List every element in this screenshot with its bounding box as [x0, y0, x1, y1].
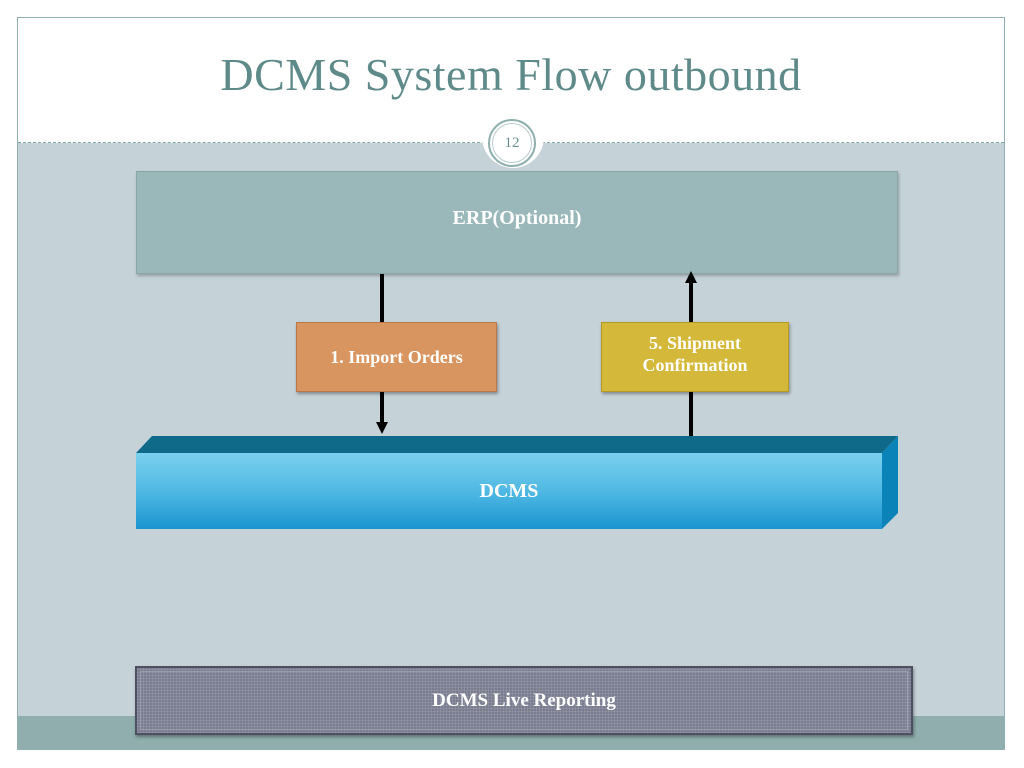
dcms-bar-top-face [136, 436, 898, 453]
slide-number-badge: 12 [488, 119, 536, 167]
live-reporting-box: DCMS Live Reporting [135, 666, 913, 735]
import-orders-box: 1. Import Orders [296, 322, 497, 392]
erp-label: ERP(Optional) [452, 207, 582, 229]
import-arrow-line-bottom [380, 391, 384, 423]
shipment-confirmation-box: 5. Shipment Confirmation [601, 322, 789, 392]
import-arrow-head [376, 422, 388, 434]
shipment-arrow-line-bottom [689, 391, 693, 436]
import-arrow-line-top [380, 274, 384, 323]
dcms-bar-front-face [136, 453, 882, 529]
shipment-arrow-line-top [689, 283, 693, 323]
live-reporting-label: DCMS Live Reporting [432, 689, 616, 711]
dcms-bar-side-face [882, 436, 898, 529]
erp-box: ERP(Optional) [136, 171, 898, 274]
import-orders-label: 1. Import Orders [330, 347, 463, 367]
shipment-confirmation-label: 5. Shipment Confirmation [642, 333, 748, 375]
slide-title: DCMS System Flow outbound [220, 49, 802, 100]
shipment-arrow-head [685, 271, 697, 283]
dcms-label: DCMS [479, 479, 539, 502]
